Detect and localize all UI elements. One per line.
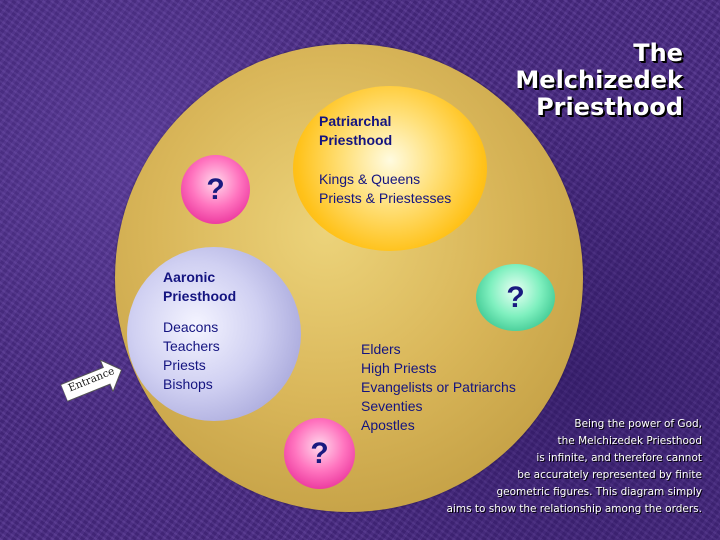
office-item: Kings & Queens (319, 171, 421, 187)
office-item: Seventies (361, 398, 423, 414)
patriarchal-heading: Patriarchal Priesthood (319, 113, 393, 148)
aaronic-offices: Deacons Teachers Priests Bishops (163, 318, 220, 394)
aaronic-priesthood-circle (127, 247, 301, 421)
diagram-note: Being the power of God, the Melchizedek … (446, 418, 703, 515)
question-mark: ? (310, 436, 329, 470)
office-item: Apostles (361, 417, 415, 433)
office-item: High Priests (361, 360, 437, 376)
office-item: Priests & Priestesses (319, 190, 452, 206)
entrance-arrow: Entrance (58, 354, 128, 409)
office-item: Deacons (163, 319, 219, 335)
unknown-order-bubble-top-left: ? (181, 155, 250, 224)
office-item: Teachers (163, 338, 220, 354)
question-mark: ? (206, 172, 225, 206)
patriarchal-offices: Kings & Queens Priests & Priestesses (319, 170, 451, 208)
arrow-icon (59, 359, 123, 402)
question-mark: ? (506, 280, 525, 314)
office-item: Evangelists or Patriarchs (361, 379, 516, 395)
unknown-order-bubble-bottom: ? (284, 418, 355, 489)
melchizedek-offices: Elders High Priests Evangelists or Patri… (361, 340, 516, 435)
office-item: Priests (163, 357, 206, 373)
aaronic-heading: Aaronic Priesthood (163, 269, 237, 304)
office-item: Elders (361, 341, 401, 357)
patriarchal-priesthood-circle (293, 86, 487, 251)
diagram-title: The Melchizedek Priesthood (515, 39, 683, 121)
unknown-order-bubble-right: ? (476, 264, 555, 331)
office-item: Bishops (163, 376, 213, 392)
